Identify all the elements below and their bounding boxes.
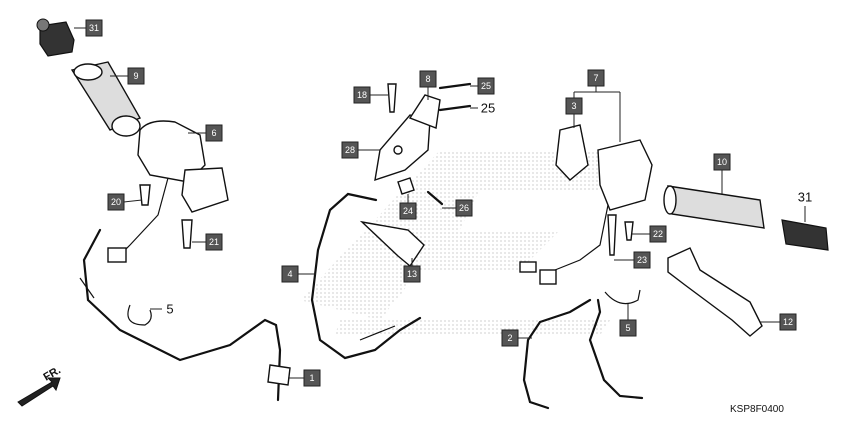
throttle-cable [79,228,291,402]
callout-24: 24 [399,194,417,220]
callout-9: 9 [110,67,145,85]
callout-4: 4 [281,265,316,283]
center-bolts [387,82,472,206]
svg-text:22: 22 [653,229,663,239]
svg-text:9: 9 [133,71,138,81]
throttle-housing [119,120,229,256]
svg-text:20: 20 [111,197,121,207]
fr-label: FR. [42,364,63,383]
svg-text:7: 7 [593,73,598,83]
switch-housing-right [519,124,653,285]
svg-text:18: 18 [357,90,367,100]
svg-text:21: 21 [209,237,219,247]
svg-text:13: 13 [407,269,417,279]
callout-22: 22 [632,225,667,243]
brake-switch-cable [522,298,644,410]
callout-3: 3 [565,97,583,128]
svg-text:28: 28 [345,145,355,155]
svg-text:4: 4 [287,269,292,279]
callout-13: 13 [403,258,421,283]
callout-18: 18 [353,86,388,104]
callout-6: 6 [188,124,223,142]
svg-text:3: 3 [571,101,576,111]
lever-boot [359,220,425,268]
clip-5-left [127,304,152,326]
callout-20: 20 [107,193,143,211]
callout-1: 1 [288,369,321,387]
svg-text:5: 5 [625,323,630,333]
callout-10: 10 [713,153,731,194]
right-grip [663,185,765,229]
svg-text:31: 31 [798,190,812,205]
callout-25-boxed: 25 [470,77,495,95]
callout-5-left: 5 [150,302,174,317]
right-screws [607,214,634,256]
left-grip-end-weight [36,18,75,57]
diagram-code: KSP8F0400 [730,404,784,415]
callout-7: 7 [573,69,621,142]
callout-8: 8 [419,70,437,100]
callout-2: 2 [501,329,532,347]
callout-31-left: 31 [74,19,103,37]
callout-21: 21 [192,233,223,251]
callout-5-right: 5 [619,304,637,337]
lever-bracket [374,94,441,182]
svg-text:25: 25 [481,81,491,91]
callout-31-right: 31 [798,190,812,222]
svg-text:31: 31 [89,23,99,33]
callout-12: 12 [760,313,797,331]
svg-text:1: 1 [309,373,314,383]
clip-5-right [604,289,641,305]
svg-text:24: 24 [403,206,413,216]
svg-text:6: 6 [211,128,216,138]
callout-28: 28 [341,141,380,159]
choke-cable [310,192,422,360]
callout-25-plain: 25 [470,101,495,116]
svg-text:5: 5 [166,302,173,317]
left-screws [139,184,193,249]
callout-26: 26 [442,199,473,217]
svg-text:25: 25 [481,101,495,116]
callout-23: 23 [614,251,651,269]
front-brake-lever [667,247,763,337]
svg-text:23: 23 [637,255,647,265]
throttle-grip [70,61,142,137]
fr-direction-arrow: FR. [17,364,63,407]
svg-text:8: 8 [425,74,430,84]
svg-text:26: 26 [459,203,469,213]
svg-text:2: 2 [507,333,512,343]
svg-text:10: 10 [717,157,727,167]
connector-left [107,247,127,263]
right-grip-end-weight [781,219,829,251]
svg-text:12: 12 [783,317,793,327]
wing-watermark [300,150,630,335]
